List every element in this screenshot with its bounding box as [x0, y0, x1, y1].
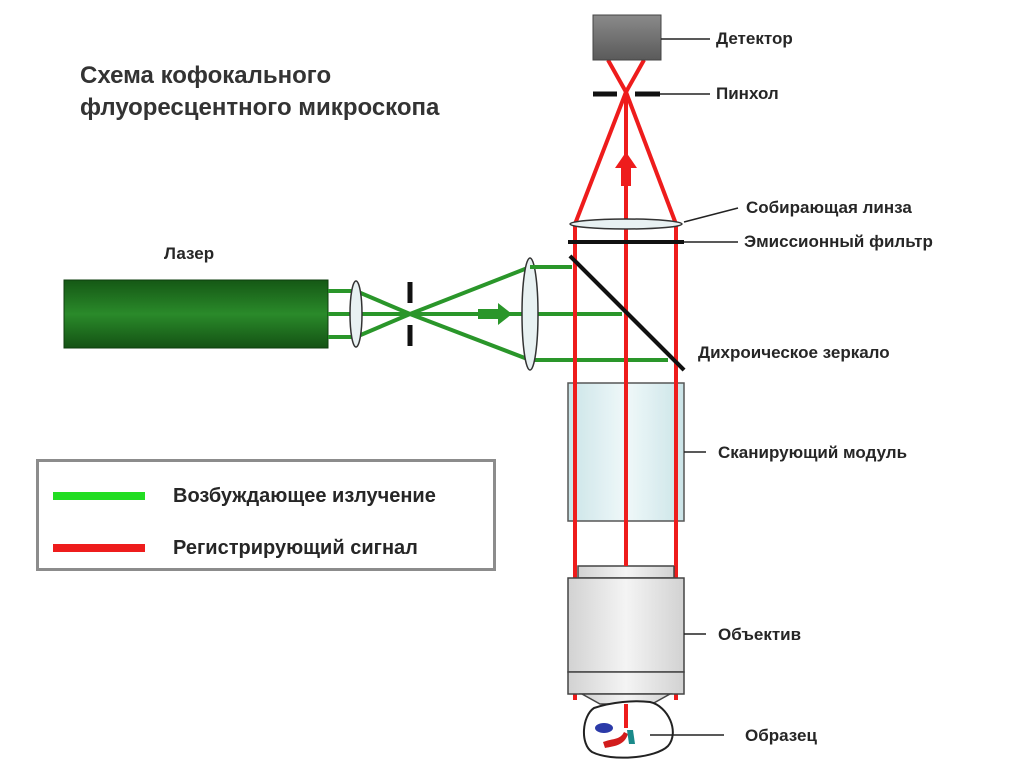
dichroic-mirror-front — [568, 254, 686, 372]
label-laser: Лазер — [164, 244, 215, 263]
leader-collecting-lens — [683, 207, 739, 223]
sample-blue-cell — [595, 723, 613, 733]
legend-text-excitation: Возбуждающее излучение — [173, 484, 436, 507]
collecting-lens — [569, 218, 683, 230]
legend-row-excitation: Возбуждающее излучение — [53, 481, 436, 511]
red-diverge-right — [624, 59, 646, 93]
label-objective: Объектив — [718, 625, 802, 644]
sample-teal-cell — [627, 730, 635, 744]
title-line-1: Схема кофокального — [80, 62, 332, 89]
red-converge-left — [573, 91, 628, 225]
expander-lens-1 — [349, 280, 363, 348]
label-pinhole: Пинхол — [716, 84, 779, 103]
label-detector: Детектор — [716, 29, 793, 48]
objective-body — [567, 577, 685, 673]
legend-swatch-detection — [53, 544, 145, 552]
right-arrow — [478, 303, 512, 325]
objective-top-ring — [577, 565, 675, 579]
detector-box — [592, 14, 662, 61]
label-dichroic-mirror: Дихроическое зеркало — [698, 343, 890, 362]
leader-lines — [650, 38, 739, 736]
laser-body — [63, 279, 329, 349]
diagram-title: Схема кофокального флуоресцентного микро… — [80, 60, 540, 124]
legend-box: Возбуждающее излучение Регистрирующий си… — [36, 459, 496, 571]
label-scanning-module: Сканирующий модуль — [718, 443, 908, 462]
label-sample: Образец — [745, 726, 817, 745]
red-beams-dichroic — [573, 250, 678, 383]
legend-text-detection: Регистрирующий сигнал — [173, 536, 418, 559]
legend-swatch-excitation — [53, 492, 145, 500]
red-beams-overlay — [573, 383, 678, 566]
expander-lens-2 — [521, 257, 539, 371]
up-arrow — [615, 152, 637, 186]
sample-red-cell — [603, 732, 628, 748]
label-emission-filter: Эмиссионный фильтр — [744, 232, 933, 251]
title-line-2: флуоресцентного микроскопа — [80, 94, 440, 121]
red-diverge-left — [606, 59, 628, 93]
objective-lower-ring — [567, 671, 685, 695]
legend-row-detection: Регистрирующий сигнал — [53, 533, 418, 563]
red-converge-right — [624, 91, 678, 225]
label-collecting-lens: Собирающая линза — [746, 198, 912, 217]
